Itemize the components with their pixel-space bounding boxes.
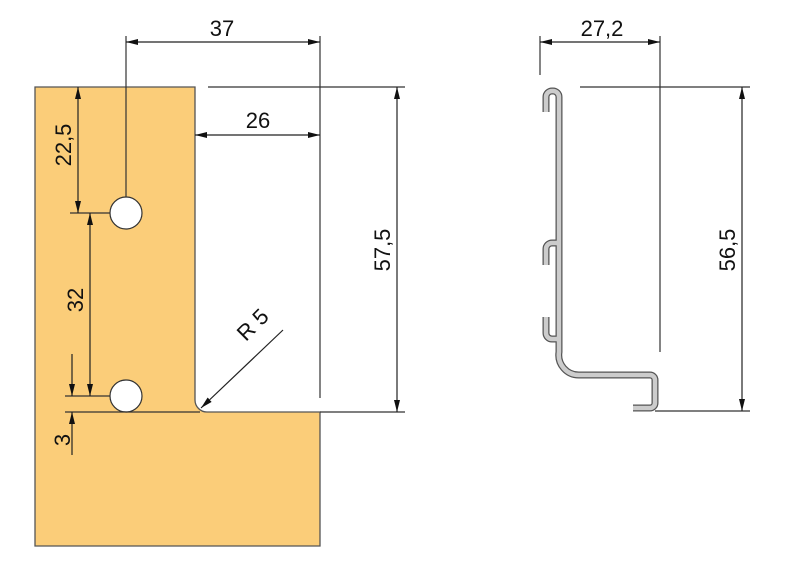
rail-profile xyxy=(542,87,659,412)
dim-label-37: 37 xyxy=(210,16,234,41)
mounting-plate-view: 37 26 57,5 22,5 32 3 R 5 xyxy=(34,16,405,547)
dim-label-27-2: 27,2 xyxy=(581,16,624,41)
dim-label-32: 32 xyxy=(63,288,88,312)
rail-profile-outline xyxy=(542,87,659,412)
rail-profile-fill xyxy=(543,88,658,411)
dim-label-3: 3 xyxy=(50,434,75,446)
dim-label-22-5: 22,5 xyxy=(51,124,76,167)
dim-line-radius xyxy=(200,329,284,409)
lower-hole xyxy=(109,379,143,413)
dim-label-57-5: 57,5 xyxy=(370,229,395,272)
rail-profile-view: 27,2 56,5 xyxy=(539,16,750,412)
plate-shape xyxy=(34,86,321,547)
dim-label-56-5: 56,5 xyxy=(715,229,740,272)
dim-label-radius: R 5 xyxy=(232,304,274,346)
dim-label-26: 26 xyxy=(246,108,270,133)
upper-hole xyxy=(109,196,143,230)
